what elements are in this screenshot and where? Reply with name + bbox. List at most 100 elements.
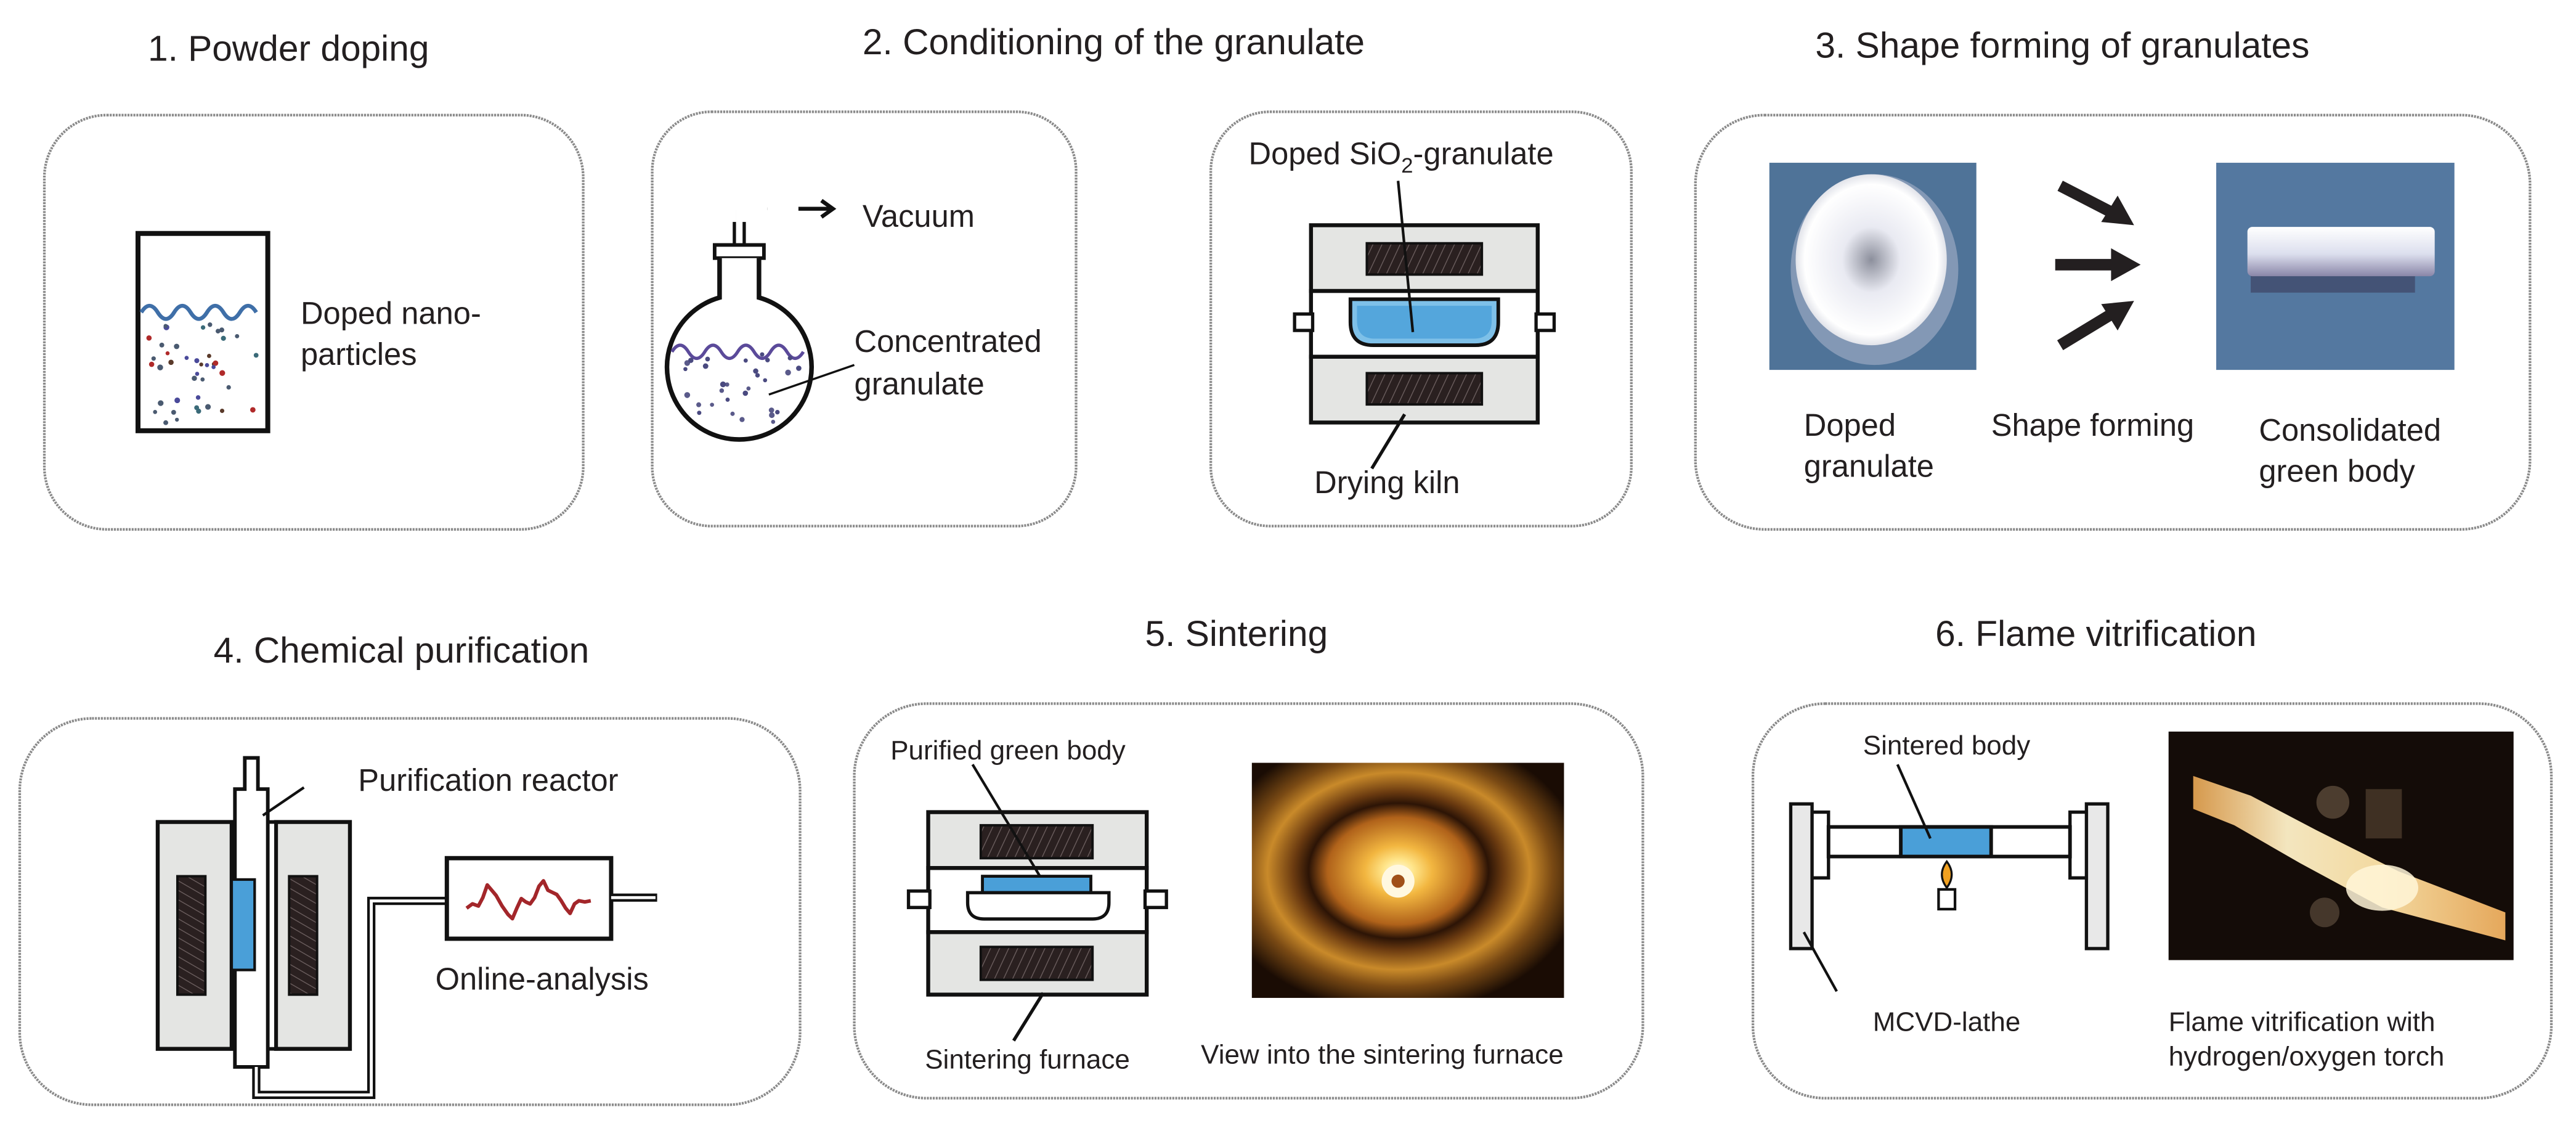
particle-dot [746,386,751,391]
particle-dot [219,408,225,414]
particle-dot [696,402,702,407]
particles-label-line2: particles [301,337,417,372]
lathe-label: MCVD-lathe [1873,1007,2021,1037]
particle-dot [775,409,780,415]
particle-dot [213,360,219,366]
particle-dot [163,420,168,425]
particle-dot [763,378,768,383]
particle-dot [194,358,200,364]
particle-dot [206,353,211,358]
particle-dot [199,362,203,367]
drying-kiln-icon [1293,181,1556,470]
particle-dot [211,365,216,369]
particle-dot [250,407,256,413]
particle-dot [705,356,710,362]
particle-dot [205,362,209,367]
granulate-photo [1769,163,1977,370]
particle-dot [163,324,168,329]
particle-dot [174,397,181,404]
particle-dot [226,385,231,390]
step-4-chemical-purification: 4. Chemical purification Purification re… [18,631,802,1106]
particle-dot [200,377,205,382]
particle-dot [785,369,791,376]
sintered-label: Sintered body [1863,730,2030,761]
step-2-conditioning: 2. Conditioning of the granulate Vacuum … [651,22,1633,528]
particle-dot [725,397,730,402]
step-5-sintering: 5. Sintering Purified green body Sinteri… [853,614,1644,1100]
particle-dot [174,343,180,349]
particle-dot [146,335,152,341]
reactor-label: Purification reactor [358,762,618,798]
particle-dot [684,392,691,398]
step-6-title: 6. Flame vitrification [1935,614,2256,654]
mcvd-lathe-icon [1789,764,2110,992]
online-analysis-icon [444,856,657,941]
doped-granulate-line1: Doped [1804,407,1896,443]
particle-dot [208,322,213,327]
particle-dot [769,412,775,419]
flame-vitrification-photo [2168,731,2514,960]
beaker-icon [135,231,270,433]
particle-dot [151,356,156,361]
sio2-subscript: 2 [1401,154,1413,178]
particle-dot [683,367,688,372]
analysis-label: Online-analysis [436,962,649,997]
particle-dot [219,327,224,333]
particle-dot [760,352,765,357]
particle-dot [755,373,760,378]
particle-dot [184,356,189,360]
sio2-granulate-label: Doped SiO2-granulate [1249,136,1554,178]
particle-dot [215,329,221,334]
particle-dot [192,375,197,381]
particle-dot [743,358,748,363]
particle-dot [200,325,206,330]
concentrated-label-line2: granulate [855,366,985,401]
particle-dot [253,353,259,358]
particle-dot [158,400,164,406]
particle-dot [719,388,725,393]
particle-dot [165,351,170,356]
flame-label-line1: Flame vitrification with [2169,1007,2436,1037]
shape-forming-arrows-icon [2055,181,2141,351]
granulate-particles [683,352,802,424]
step-3-title: 3. Shape forming of granulates [1815,25,2309,65]
liquid-surface [139,303,258,321]
particle-dot [171,409,176,415]
particle-dot [787,356,793,361]
analysis-trace [465,879,591,921]
particle-dot [702,363,709,369]
step-2-title: 2. Conditioning of the granulate [863,22,1365,62]
particle-dot [768,407,774,413]
particle-dot [710,403,714,407]
sio2-prefix: Doped SiO [1249,136,1402,171]
drying-kiln-label: Drying kiln [1314,465,1460,500]
green-body-photo [2216,163,2455,370]
vacuum-arrow-icon [798,198,837,219]
step-1-title: 1. Powder doping [148,29,429,69]
consolidated-line2: green body [2259,453,2415,488]
particle-dot [730,411,735,416]
particle-dot [753,368,758,374]
step-3-shape-forming: 3. Shape forming of granulates Doped gra… [1694,25,2532,531]
flame-label-line2: hydrogen/oxygen torch [2169,1041,2445,1071]
particle-dot [742,390,749,396]
sio2-suffix: -granulate [1413,136,1554,171]
particle-dot [159,342,165,348]
particle-dot [725,382,729,387]
particle-dot [697,411,702,415]
particle-dot [221,335,226,341]
consolidated-line1: Consolidated [2259,412,2441,447]
vacuum-label: Vacuum [863,198,975,234]
particle-dot [219,370,226,376]
particle-dot [157,364,163,370]
particle-dot [174,417,179,422]
concentrated-label-line1: Concentrated [855,324,1042,359]
step-5-title: 5. Sintering [1145,614,1328,654]
sintering-furnace-icon [906,764,1168,1042]
step-4-title: 4. Chemical purification [214,631,590,671]
particle-dot [195,372,200,376]
purified-label: Purified green body [890,735,1126,766]
view-label: View into the sintering furnace [1201,1040,1564,1070]
shape-forming-label: Shape forming [1991,407,2194,443]
